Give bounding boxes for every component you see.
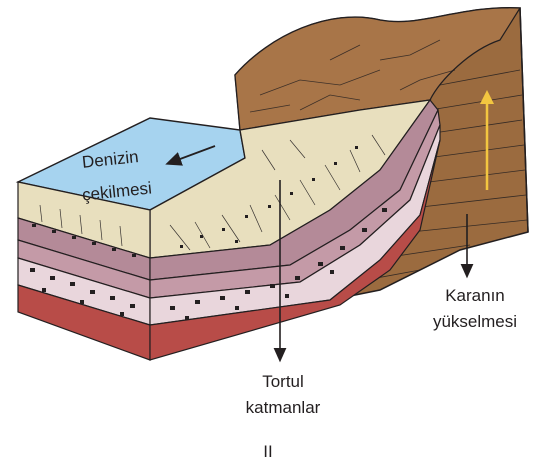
land-uplift-label-line1: Karanın — [420, 286, 530, 306]
sediment-layers-front — [18, 182, 150, 360]
sediment-label-line2: katmanlar — [228, 398, 338, 418]
sediment-label-line1: Tortul — [238, 372, 328, 392]
land-uplift-label-line2: yükselmesi — [412, 312, 538, 332]
figure-number: II — [248, 442, 288, 462]
